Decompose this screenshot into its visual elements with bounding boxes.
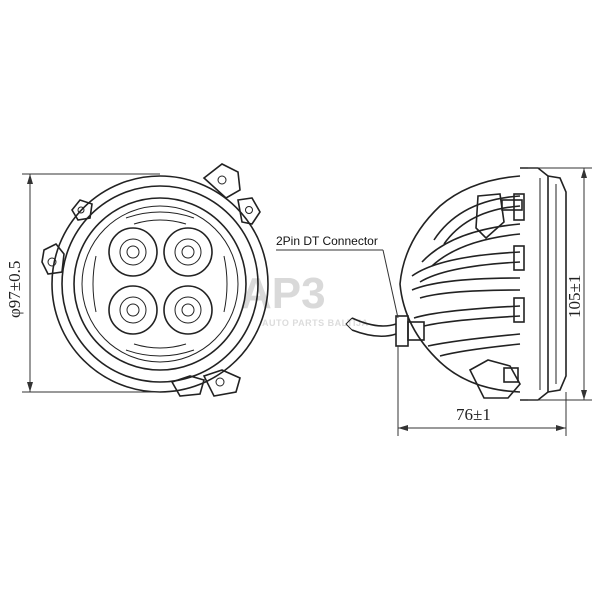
top-bracket xyxy=(475,193,525,240)
mounting-tab-left-upper xyxy=(71,199,93,221)
watermark-subtitle: AUTO PARTS BALTIJA xyxy=(262,318,369,328)
led-top-left xyxy=(108,227,158,277)
front-view xyxy=(41,163,269,397)
mounting-tab-top-right xyxy=(202,163,241,199)
reflector-arc-left xyxy=(92,255,97,313)
connector-label: 2Pin DT Connector xyxy=(276,234,378,248)
bottom-bracket xyxy=(468,359,521,399)
reflector-arc-bottom xyxy=(125,349,195,357)
height-dimension: 105±1 xyxy=(528,167,592,401)
led-bottom-right xyxy=(163,285,213,335)
lens-inner-ring xyxy=(81,205,239,363)
lens-outer-ring xyxy=(73,197,247,371)
side-lug-lower xyxy=(513,297,525,323)
diameter-label: φ97±0.5 xyxy=(5,261,24,318)
side-lug-upper xyxy=(513,245,525,271)
connector-callout: 2Pin DT Connector xyxy=(276,234,399,319)
lens-profile xyxy=(547,175,567,393)
housing-outer-ring xyxy=(51,175,269,393)
mounting-tab-bottom xyxy=(170,369,241,397)
diameter-dimension: φ97±0.5 xyxy=(5,173,160,393)
reflector-arc-right xyxy=(223,255,228,313)
depth-dimension: 76±1 xyxy=(397,346,567,436)
housing-inner-ring xyxy=(61,185,259,383)
led-bottom-left xyxy=(108,285,158,335)
reflector-arc-top xyxy=(125,211,195,219)
watermark-logo: AP3 xyxy=(240,269,326,318)
mounting-tab-right xyxy=(237,197,261,225)
watermark: AP3 AUTO PARTS BALTIJA xyxy=(240,269,369,328)
housing-body xyxy=(399,175,521,393)
height-label: 105±1 xyxy=(565,275,584,318)
side-view xyxy=(345,167,567,401)
depth-label: 76±1 xyxy=(456,405,491,424)
led-top-right xyxy=(163,227,213,277)
cooling-fins xyxy=(411,195,521,357)
connector xyxy=(345,315,425,347)
